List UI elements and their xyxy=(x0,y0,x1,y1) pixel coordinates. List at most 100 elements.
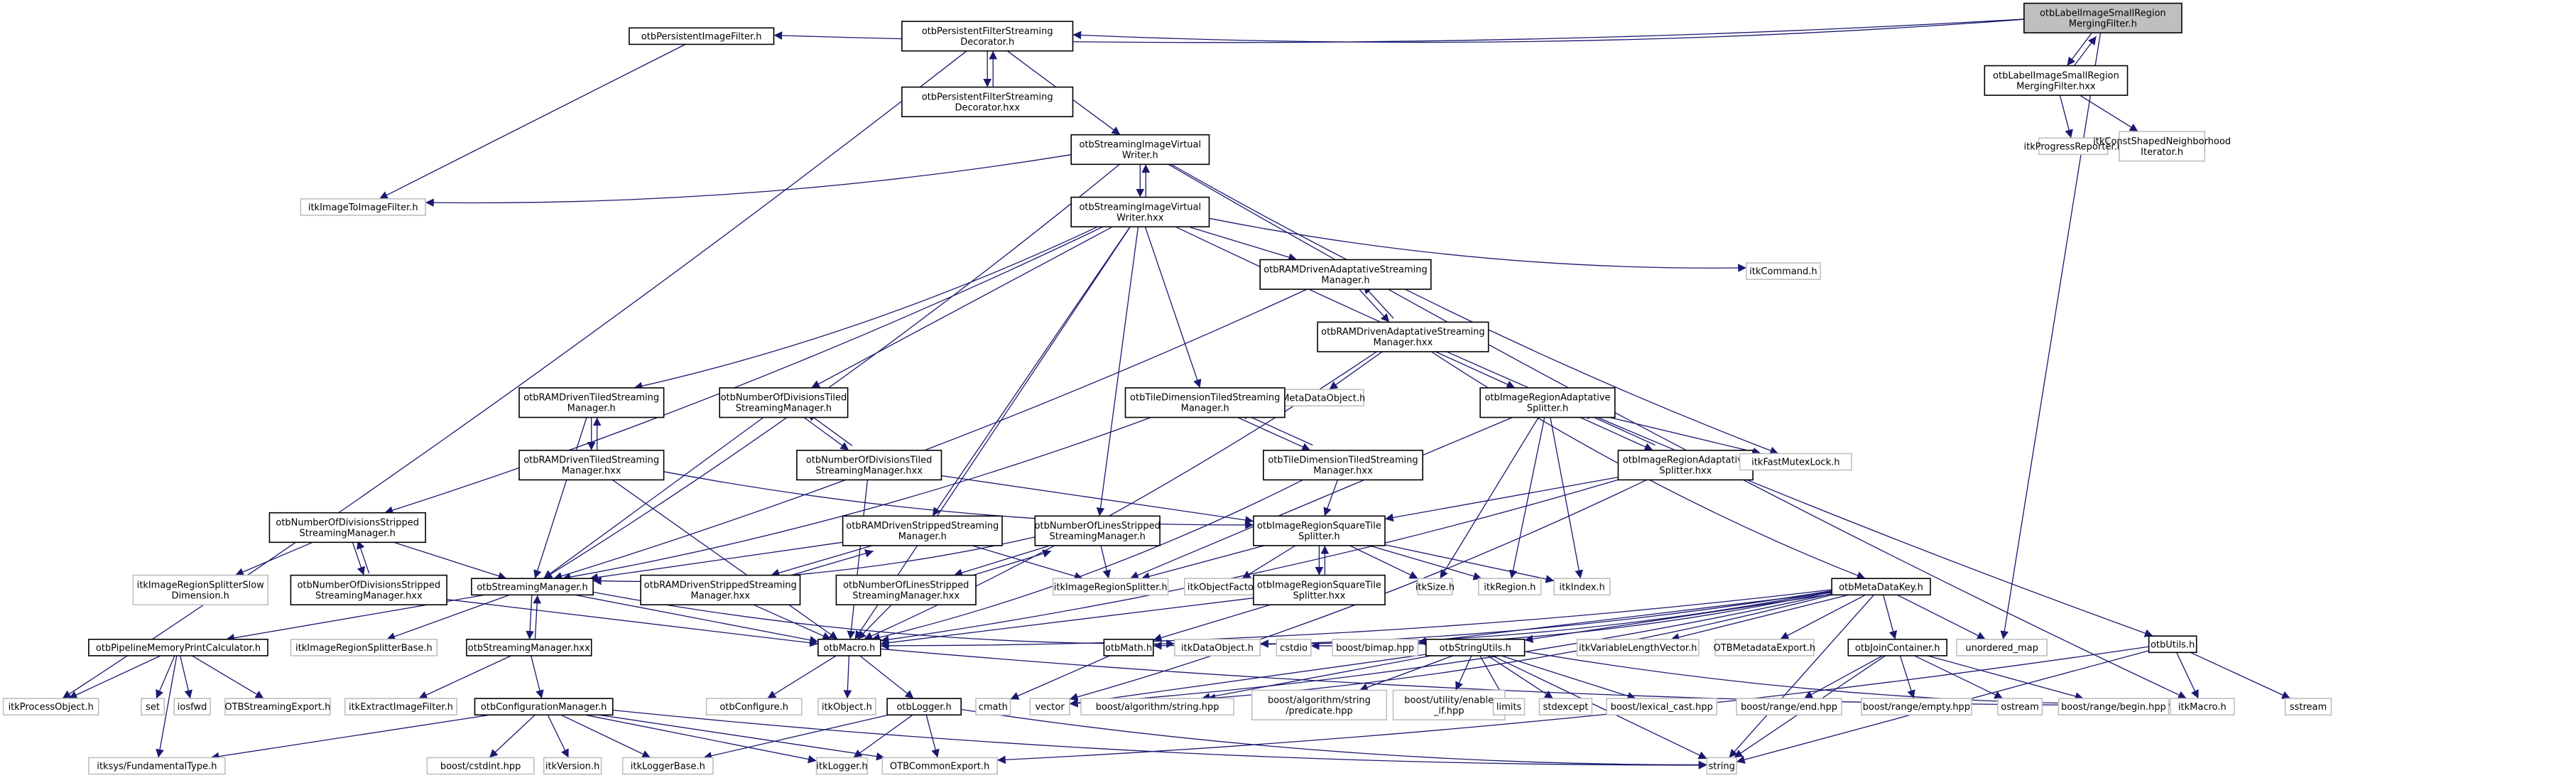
edge-iras-to-itkindex xyxy=(1550,417,1583,579)
node-macro[interactable]: otbMacro.h xyxy=(817,638,881,657)
node-label: StreamingManager.hxx xyxy=(315,590,423,601)
node-label: Splitter.h xyxy=(1527,404,1568,414)
node-box xyxy=(1736,698,1842,715)
node-label: otbRAMDrivenTiledStreaming xyxy=(523,393,659,404)
node-algpred: boost/algorithm/string/predicate.hpp xyxy=(1251,689,1388,720)
node-label: MergingFilter.hxx xyxy=(2016,81,2096,92)
node-ndssmx[interactable]: otbNumberOfDivisionsStrippedStreamingMan… xyxy=(290,574,447,605)
node-box xyxy=(1070,196,1210,228)
node-label: boost/cstdint.hpp xyxy=(440,761,521,772)
node-itif: itkImageToImageFilter.h xyxy=(300,198,426,216)
node-box xyxy=(290,638,438,657)
edge-tdtsm-to-sm xyxy=(562,416,1151,581)
node-label: itkSize.h xyxy=(1415,582,1455,593)
node-box xyxy=(1332,638,1419,657)
edge-irasx-to-macro xyxy=(880,479,1619,644)
node-box xyxy=(300,198,426,216)
node-label: otbJoinContainer.h xyxy=(1855,643,1940,654)
node-box xyxy=(1425,638,1526,657)
edge-strutils-to-stdexcept xyxy=(1487,655,1554,699)
node-math[interactable]: otbMath.h xyxy=(1103,638,1154,657)
node-rootx[interactable]: otbLabelImageSmallRegionMergingFilter.hx… xyxy=(1984,65,2129,96)
node-dataobj: itkDataObject.h xyxy=(1174,638,1261,657)
node-nlssm[interactable]: otbNumberOfLinesStrippedStreamingManager… xyxy=(1034,515,1161,546)
edge-mdk-to-vector xyxy=(1069,593,1832,708)
node-label: Iterator.h xyxy=(2141,147,2183,158)
node-tdtsmx[interactable]: otbTileDimensionTiledStreamingManager.hx… xyxy=(1263,449,1424,481)
edge-irstsx-to-math xyxy=(1153,604,1271,642)
edge-iras-to-itksize xyxy=(1440,417,1539,579)
edge-sivwx-to-nlssm xyxy=(1096,227,1139,517)
node-sm[interactable]: otbStreamingManager.h xyxy=(471,578,594,596)
node-box xyxy=(1251,689,1388,720)
edge-logger-to-string xyxy=(961,708,1707,769)
edge-sivwx-to-ndtsm xyxy=(810,226,1113,389)
node-box xyxy=(1538,698,1593,715)
node-label: Manager.hxx xyxy=(1313,466,1373,477)
node-box xyxy=(1984,65,2129,96)
node-irsplit: itkImageRegionSplitter.h xyxy=(1052,578,1169,596)
node-lexcast: boost/lexical_cast.hpp xyxy=(1606,698,1717,715)
node-strutils[interactable]: otbStringUtils.h xyxy=(1425,638,1526,657)
node-label: Manager.h xyxy=(1321,275,1369,286)
node-box xyxy=(290,574,447,605)
edge-irasx-to-irsts xyxy=(1384,476,1619,522)
node-label: Splitter.hxx xyxy=(1293,590,1345,601)
node-label: itkConstShapedNeighborhood xyxy=(2093,136,2231,147)
node-nlssmx[interactable]: otbNumberOfLinesStrippedStreamingManager… xyxy=(835,574,977,605)
node-umap: unordered_map xyxy=(1956,638,2048,657)
node-ndtsm[interactable]: otbNumberOfDivisionsTiledStreamingManage… xyxy=(719,387,849,418)
node-label: StreamingManager.h xyxy=(736,404,832,414)
edge-pmpc-to-procobj xyxy=(68,655,161,699)
node-box xyxy=(1746,262,1821,281)
node-algstr: boost/algorithm/string.hpp xyxy=(1080,698,1234,715)
edge-smx-to-extract xyxy=(418,655,512,699)
edge-strutils-to-itkmacro xyxy=(1524,651,2170,708)
edge-pmpc-to-fundtype xyxy=(156,655,178,758)
node-logger[interactable]: otbLogger.h xyxy=(886,698,962,715)
node-ndtsmx[interactable]: otbNumberOfDivisionsTiledStreamingManage… xyxy=(796,449,942,481)
node-box xyxy=(1070,134,1210,166)
node-label: Splitter.h xyxy=(1298,531,1339,542)
node-joincont[interactable]: otbJoinContainer.h xyxy=(1847,638,1947,657)
node-pif[interactable]: otbPersistentImageFilter.h xyxy=(629,27,775,45)
node-utils[interactable]: otbUtils.h xyxy=(2148,635,2197,654)
node-label: boost/bimap.hpp xyxy=(1336,643,1414,654)
node-stdexcept: stdexcept xyxy=(1538,698,1593,715)
node-fundtype: itksys/FundamentalType.h xyxy=(88,757,226,775)
edge-mdk-to-macro xyxy=(880,589,1832,650)
node-box xyxy=(1847,638,1947,657)
node-confman[interactable]: otbConfigurationManager.h xyxy=(474,698,614,715)
node-pfsdx[interactable]: otbPersistentFilterStreamingDecorator.hx… xyxy=(901,86,1074,117)
node-label: itkMacro.h xyxy=(2178,702,2227,713)
node-radsmx[interactable]: otbRAMDrivenAdaptativeStreamingManager.h… xyxy=(1317,321,1489,352)
node-label: cstdio xyxy=(1280,643,1308,654)
node-box xyxy=(1956,638,2048,657)
node-smx[interactable]: otbStreamingManager.hxx xyxy=(466,638,592,657)
node-mdk[interactable]: otbMetaDataKey.h xyxy=(1831,578,1931,596)
node-ndssm[interactable]: otbNumberOfDivisionsStrippedStreamingMan… xyxy=(268,512,426,544)
node-pmpc[interactable]: otbPipelineMemoryPrintCalculator.h xyxy=(88,638,268,657)
node-label: otbPersistentImageFilter.h xyxy=(641,31,762,42)
node-box xyxy=(1553,578,1611,596)
edge-rootx-to-progrep xyxy=(2059,95,2073,139)
edge-tdtsm-to-tdtsmx xyxy=(1237,416,1311,451)
edge-logger-to-loggerbase xyxy=(703,714,889,760)
node-box xyxy=(629,27,775,45)
node-itkversion: itkVersion.h xyxy=(543,757,602,775)
node-label: vector xyxy=(1035,702,1065,713)
